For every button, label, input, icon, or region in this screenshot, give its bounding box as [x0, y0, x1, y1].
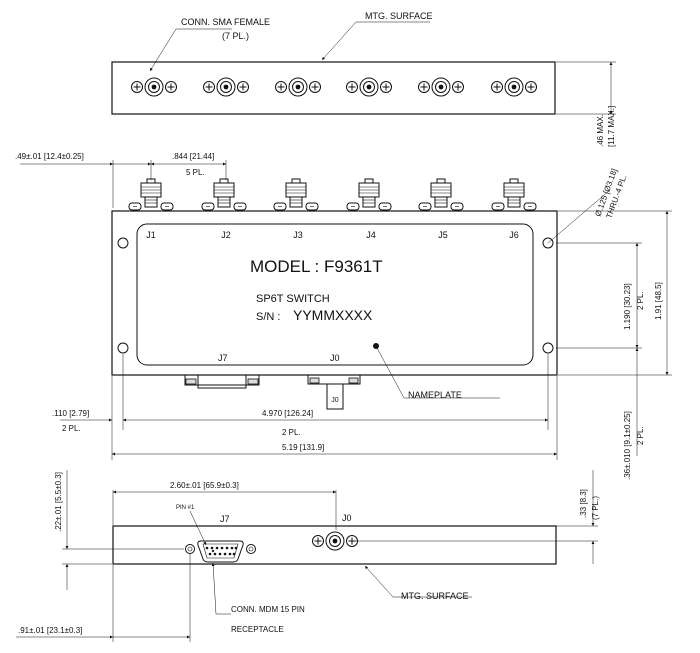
hole-edge-h-count: 2 PL. — [62, 424, 81, 433]
port-label-j2: J2 — [221, 230, 231, 240]
hole-edge-v: .36±.010 [9.1±0.25] — [623, 411, 632, 480]
overall-w: 5.19 [131.9] — [282, 443, 324, 452]
mdm-label: CONN. MDM 15 PIN — [231, 605, 305, 614]
mdm-connector-side — [185, 540, 256, 563]
mtg-surface-leader-side — [364, 565, 472, 598]
mtg-surface-label-side: MTG. SURFACE — [401, 591, 469, 601]
mounting-hole-tl — [117, 237, 129, 249]
overall-h: 1.91 [48.5] — [654, 282, 663, 320]
front-view: J1 J2 J3 J4 J5 J6 MODEL : F9361T SP6T SW… — [15, 152, 672, 480]
j0-connector-front: J0 — [307, 374, 361, 410]
nameplate-area — [136, 223, 534, 366]
hole-spacing-v-count: 2 PL. — [636, 291, 645, 310]
pin1-label: PIN #1 — [176, 505, 195, 511]
pitch-count: 5 PL. — [186, 168, 205, 177]
j0-tag: J0 — [331, 397, 339, 404]
side-view: PIN #1 J7 J0 2.60±.01 [65.9±0.3] .22±.01… — [16, 470, 600, 642]
port-label-j6: J6 — [509, 230, 519, 240]
port-label-j3: J3 — [293, 230, 303, 240]
mounting-hole-tr — [542, 237, 554, 249]
serial-label: S/N : — [256, 311, 280, 323]
top-height-dim: .46 MAX. — [596, 114, 605, 147]
conn-sma-count: (7 PL.) — [222, 31, 249, 41]
mtg-surface-label-top: MTG. SURFACE — [365, 11, 433, 21]
mdm-leader — [211, 562, 231, 615]
j0-offset: 2.60±.01 [65.9±0.3] — [170, 481, 239, 490]
description-text: SP6T SWITCH — [256, 293, 330, 305]
sma-height-dim: .33 [8.3] — [579, 489, 588, 518]
mtg-surface-leader-top — [321, 21, 430, 61]
hole-leader — [547, 189, 611, 244]
hole-spacing-h: 4.970 [126.24] — [262, 409, 313, 418]
side-j7-label: J7 — [220, 514, 230, 524]
port-label-j0: J0 — [330, 353, 340, 363]
pitch-dim: .844 [21.44] — [172, 152, 214, 161]
front-view-body — [111, 210, 558, 376]
nameplate-leader — [375, 345, 500, 399]
mdm-shell — [197, 540, 244, 563]
port-label-j5: J5 — [438, 230, 448, 240]
top-height-dim-mm: [11.7 MAX.] — [607, 106, 616, 147]
port-label-j4: J4 — [366, 230, 376, 240]
conn-sma-leader — [149, 28, 232, 72]
hole-spacing-h-count: 2 PL. — [282, 428, 301, 437]
serial-value: YYMMXXXX — [293, 307, 373, 323]
front-sma-connectors — [128, 178, 537, 211]
top-view-body — [111, 61, 556, 115]
side-j0-label: J0 — [342, 513, 352, 523]
j7-offset: .91±.01 [23.1±0.3] — [18, 626, 82, 635]
conn-sma-label: CONN. SMA FEMALE — [181, 17, 270, 27]
hole-edge-h: .110 [2.79] — [52, 409, 89, 418]
sma-height-count: (7 PL.) — [591, 496, 600, 520]
mdm-label-2: RECEPTACLE — [231, 625, 284, 634]
side-height-dim: .22±.01 [5.5±0.3] — [54, 472, 63, 532]
top-view: CONN. SMA FEMALE (7 PL.) MTG. SURFACE .4… — [111, 11, 616, 147]
model-text: MODEL : F9361T — [250, 257, 383, 276]
mounting-hole-br — [542, 342, 554, 354]
nameplate-label: NAMEPLATE — [408, 390, 462, 400]
edge-dim: .49±.01 [12.4±0.25] — [15, 152, 84, 161]
pin1-leader — [189, 510, 207, 546]
mdm-screw-left — [185, 544, 195, 554]
port-label-j1: J1 — [146, 230, 156, 240]
hole-edge-v-count: 2 PL. — [636, 426, 645, 445]
mounting-hole-bl — [117, 342, 129, 354]
port-label-j7: J7 — [218, 353, 228, 363]
hole-spacing-v: 1.190 [30.23] — [623, 283, 632, 330]
mdm-connector-front — [184, 374, 260, 389]
mdm-screw-right — [246, 544, 256, 554]
